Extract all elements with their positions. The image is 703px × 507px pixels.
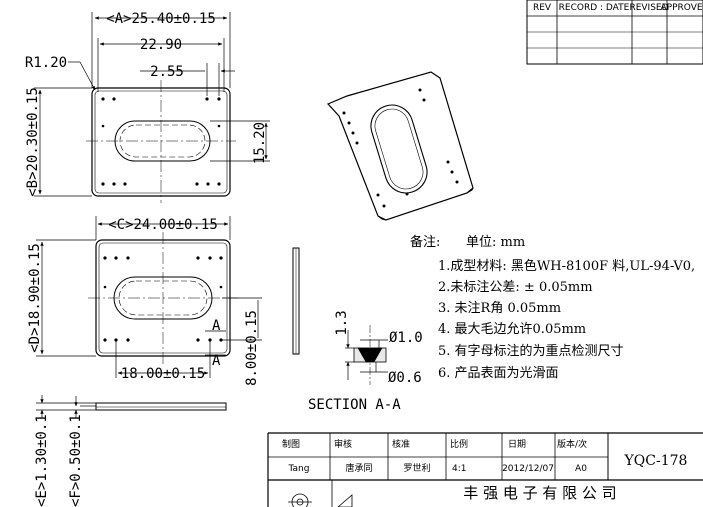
isometric-view — [326, 71, 474, 221]
dim-e-label: <E>1.30±0.1 — [34, 414, 50, 507]
rev-header-rev: REV — [533, 3, 552, 13]
sec-diameter2-label: Ø0.6 — [388, 370, 422, 386]
section-mark-a-top: A — [212, 318, 221, 334]
top-view-holes — [101, 97, 221, 186]
title-block — [267, 432, 703, 507]
tb-value-version: A0 — [575, 464, 587, 474]
dim-hole-offset-label: 2.55 — [150, 64, 184, 80]
note-line-5: 5. 有字母标注的为重点检测尺寸 — [438, 343, 624, 359]
side-view-right — [292, 247, 300, 355]
dim-slot-height-label: 15.20 — [252, 122, 268, 164]
dim-bottom-height-label: 8.00±0.15 — [244, 310, 260, 386]
tb-value-scale: 4:1 — [452, 464, 466, 474]
part-number: YQC-178 — [624, 453, 688, 469]
note-line-4: 4. 最大毛边允许0.05mm — [438, 321, 586, 337]
iso-holes — [342, 88, 459, 208]
tb-value-date: 2012/12/07 — [502, 464, 554, 474]
notes-unit: 单位: mm — [466, 235, 525, 250]
top-view-dimensions — [34, 12, 270, 197]
section-a-a — [345, 325, 388, 385]
note-line-6: 6. 产品表面为光滑面 — [438, 366, 559, 381]
bottom-view-holes — [103, 256, 223, 342]
dim-f-label: <F>0.50±0.1 — [68, 414, 84, 507]
tb-header-drawn: 制图 — [282, 438, 300, 450]
bottom-view-dimensions — [36, 216, 262, 378]
dim-radius-label: R1.20 — [25, 55, 67, 71]
tb-header-checked: 审核 — [334, 438, 352, 450]
section-label: SECTION A-A — [308, 397, 401, 413]
projection-symbol — [288, 493, 353, 507]
revision-table: REV RECORD : DATE REVISED APPROVED — [526, 0, 703, 65]
iso-slot — [370, 104, 428, 194]
bottom-view — [88, 232, 238, 364]
note-line-2: 2.未标注公差: ± 0.05mm — [438, 280, 593, 295]
side-view-dimensions — [36, 395, 96, 418]
dim-c-label: <C>24.00±0.15 — [108, 217, 218, 233]
tb-value-drawn: Tang — [288, 464, 310, 474]
notes-title: 备注: — [410, 234, 440, 250]
sec-height-label: 1.3 — [334, 310, 350, 335]
top-view — [86, 80, 236, 203]
dim-inner-width-label: 22.90 — [140, 37, 182, 53]
side-view-bottom — [95, 402, 227, 411]
title-block-headers: 制图 审核 核准 比例 日期 版本/次 — [282, 438, 587, 450]
notes: 备注: 单位: mm 1.成型材料: 黑色WH-8100F 料,UL-94-V0… — [410, 234, 695, 381]
rev-header-record: RECORD : DATE — [559, 3, 630, 13]
rev-header-approved: APPROVED — [661, 3, 703, 13]
tb-header-date: 日期 — [508, 439, 526, 450]
dim-b-label: <B>20.30±0.15 — [25, 87, 41, 197]
dim-a-label: <A>25.40±0.15 — [106, 11, 216, 27]
company-name: 丰 强 电 子 有 限 公 司 — [463, 484, 616, 502]
sec-diameter1-label: Ø1.0 — [389, 330, 423, 346]
tb-header-version: 版本/次 — [557, 438, 587, 450]
dim-d-label: <D>18.90±0.15 — [27, 243, 43, 353]
top-view-slot-inner — [119, 124, 206, 158]
tb-value-approved: 罗世利 — [403, 462, 430, 474]
note-line-1: 1.成型材料: 黑色WH-8100F 料,UL-94-V0, — [438, 258, 695, 274]
iso-plate-outline — [326, 71, 474, 221]
dim-bottom-width-label: 18.00±0.15 — [121, 366, 205, 382]
tb-header-scale: 比例 — [450, 438, 468, 450]
title-block-values: Tang 唐承同 罗世利 4:1 2012/12/07 A0 — [288, 462, 588, 474]
section-mark-a-bottom: A — [212, 353, 221, 369]
tb-header-approved: 核准 — [392, 438, 410, 450]
tb-value-checked: 唐承同 — [345, 462, 372, 474]
note-line-3: 3. 未注R角 0.05mm — [438, 301, 561, 316]
rev-header-revised: REVISED — [629, 3, 668, 13]
